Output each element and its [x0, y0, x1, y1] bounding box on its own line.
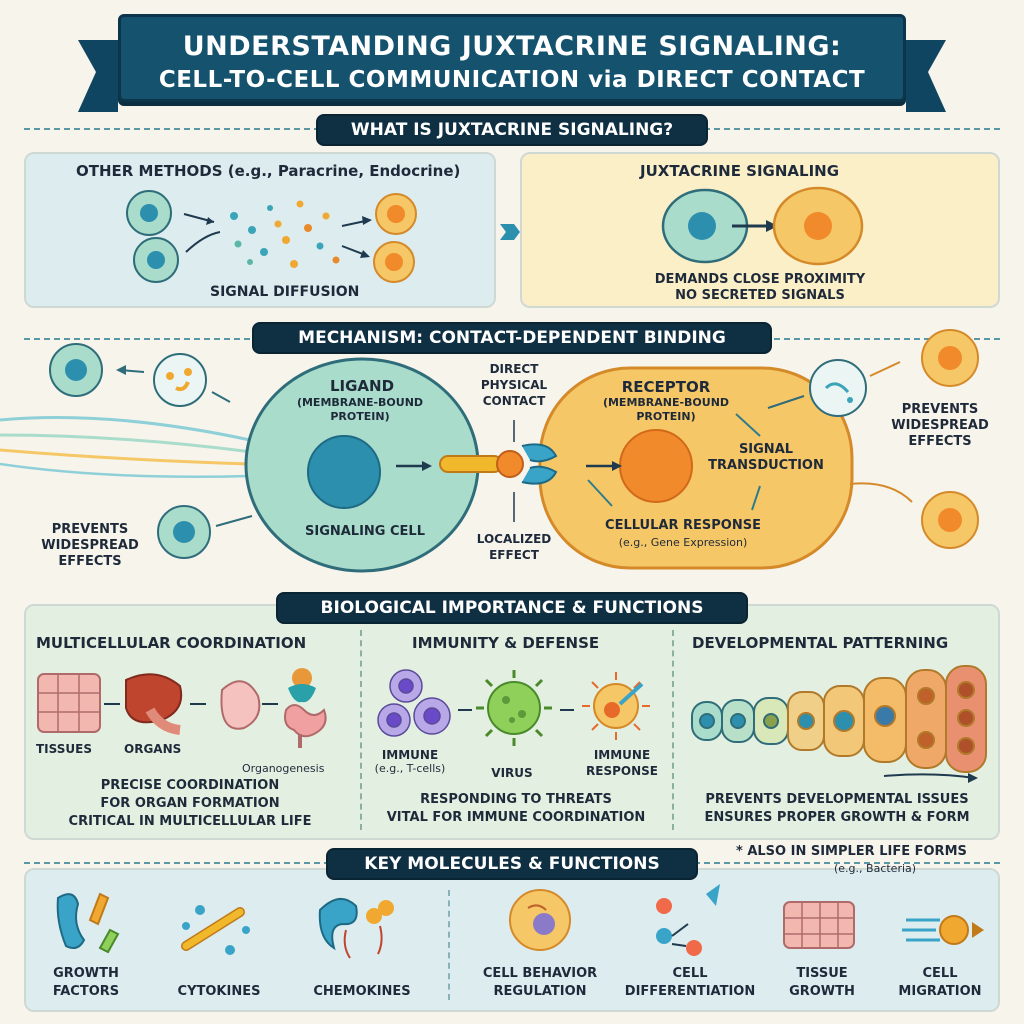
- col-immunity-title: IMMUNITY & DEFENSE: [412, 634, 600, 652]
- transduction-label-2: TRANSDUCTION: [708, 458, 824, 473]
- juxtacrine-contact-illustration: [661, 186, 864, 266]
- title-line-2: CELL-TO-CELL COMMUNICATION via DIRECT CO…: [158, 67, 866, 93]
- other-methods-panel: [24, 152, 496, 308]
- function-migration-2: MIGRATION: [898, 984, 982, 999]
- function-differentiation-1: CELL: [672, 966, 708, 981]
- col3-text-2: ENSURES PROPER GROWTH & FORM: [704, 810, 970, 825]
- simpler-life-note: * ALSO IN SIMPLER LIFE FORMS: [736, 844, 967, 859]
- col1-text-1: PRECISE COORDINATION: [100, 778, 280, 793]
- molecule-growth-factors-2: FACTORS: [52, 984, 120, 999]
- prevents-left-2: WIDESPREAD: [41, 538, 139, 553]
- ligand-sub-2: PROTEIN): [330, 410, 390, 423]
- label-organogenesis: Organogenesis: [242, 762, 325, 775]
- function-tissue-growth-1: TISSUE: [796, 966, 848, 981]
- simpler-life-example: (e.g., Bacteria): [834, 862, 917, 875]
- proximity-caption: DEMANDS CLOSE PROXIMITY: [654, 272, 866, 287]
- banner-ribbon-tails: [78, 40, 946, 112]
- molecule-growth-factors-1: GROWTH: [53, 966, 119, 981]
- function-tissue-growth-2: GROWTH: [789, 984, 855, 999]
- label-organs: ORGANS: [124, 742, 182, 756]
- function-migration-1: CELL: [922, 966, 958, 981]
- col2-text-2: VITAL FOR IMMUNE COORDINATION: [386, 810, 646, 825]
- juxtacrine-panel-title: JUXTACRINE SIGNALING: [640, 162, 840, 180]
- col3-text-1: PREVENTS DEVELOPMENTAL ISSUES: [705, 792, 969, 807]
- localized-label-1: LOCALIZED: [476, 532, 552, 546]
- diffusion-illustration: [126, 190, 417, 283]
- prevents-right-2: WIDESPREAD: [891, 418, 989, 433]
- molecule-chemokines: CHEMOKINES: [313, 984, 411, 999]
- organ-formation-illustration: [37, 668, 327, 748]
- localized-label-2: EFFECT: [489, 548, 539, 562]
- ligand-title: LIGAND: [329, 377, 395, 395]
- title-banner: UNDERSTANDING JUXTACRINE SIGNALING: CELL…: [118, 14, 906, 102]
- label-immune-2: (e.g., T-cells): [374, 762, 446, 775]
- col1-text-3: CRITICAL IN MULTICELLULAR LIFE: [68, 814, 312, 829]
- col1-text-2: FOR ORGAN FORMATION: [100, 796, 280, 811]
- prevents-right-3: EFFECTS: [908, 434, 972, 449]
- section-ribbon-mechanism: MECHANISM: CONTACT-DEPENDENT BINDING: [252, 322, 772, 354]
- prevents-left-3: EFFECTS: [58, 554, 122, 569]
- function-cell-behavior-2: REGULATION: [493, 984, 587, 999]
- transduction-label-1: SIGNAL: [738, 442, 794, 457]
- mechanism-illustration: [0, 329, 979, 573]
- signal-diffusion-caption: SIGNAL DIFFUSION: [210, 284, 360, 300]
- label-virus: VIRUS: [491, 766, 533, 780]
- receptor-label: RECEPTOR: [621, 378, 711, 396]
- other-methods-title: OTHER METHODS (e.g., Paracrine, Endocrin…: [76, 162, 461, 180]
- function-cell-behavior-1: CELL BEHAVIOR: [482, 966, 598, 981]
- developmental-patterning-illustration: [691, 665, 987, 783]
- contact-label-2: PHYSICAL: [480, 378, 548, 392]
- section-ribbon-what-is: WHAT IS JUXTACRINE SIGNALING?: [316, 114, 708, 146]
- juxtacrine-panel: [520, 152, 1000, 308]
- column-divider: [672, 630, 674, 830]
- label-response-1: IMMUNE: [593, 748, 651, 762]
- transition-arrow-icon: [500, 224, 520, 240]
- section-ribbon-importance: BIOLOGICAL IMPORTANCE & FUNCTIONS: [276, 592, 748, 624]
- molecule-icons: [56, 884, 984, 959]
- molecule-cytokines: CYTOKINES: [177, 984, 261, 999]
- contact-label-3: CONTACT: [482, 394, 546, 408]
- column-divider: [448, 890, 450, 1000]
- signaling-cell-label: SIGNALING CELL: [305, 524, 425, 539]
- cellular-response-label: CELLULAR RESPONSE: [605, 518, 761, 533]
- prevents-right-1: PREVENTS: [901, 402, 979, 417]
- receptor-sub-2: PROTEIN): [636, 410, 696, 423]
- ligand-label: LIGAND: [300, 378, 424, 395]
- label-response-2: RESPONSE: [586, 764, 658, 778]
- contact-label-1: DIRECT: [489, 362, 539, 376]
- immunity-illustration: [377, 669, 650, 746]
- column-divider: [360, 630, 362, 830]
- cellular-response-example: (e.g., Gene Expression): [618, 536, 748, 549]
- receptor-sub-1: (MEMBRANE-BOUND: [602, 396, 730, 409]
- section-ribbon-molecules: KEY MOLECULES & FUNCTIONS: [326, 848, 698, 880]
- title-line-1: UNDERSTANDING JUXTACRINE SIGNALING:: [182, 31, 842, 62]
- col2-text-1: RESPONDING TO THREATS: [420, 792, 612, 807]
- label-tissues: TISSUES: [36, 742, 92, 756]
- ligand-sub-1: (MEMBRANE-BOUND: [296, 396, 424, 409]
- col-multicellular-title: MULTICELLULAR COORDINATION: [36, 634, 307, 652]
- label-immune-1: IMMUNE: [381, 748, 439, 762]
- function-differentiation-2: DIFFERENTIATION: [624, 984, 756, 999]
- no-secreted-caption: NO SECRETED SIGNALS: [675, 288, 845, 303]
- col-patterning-title: DEVELOPMENTAL PATTERNING: [692, 634, 949, 652]
- prevents-left-1: PREVENTS: [51, 522, 129, 537]
